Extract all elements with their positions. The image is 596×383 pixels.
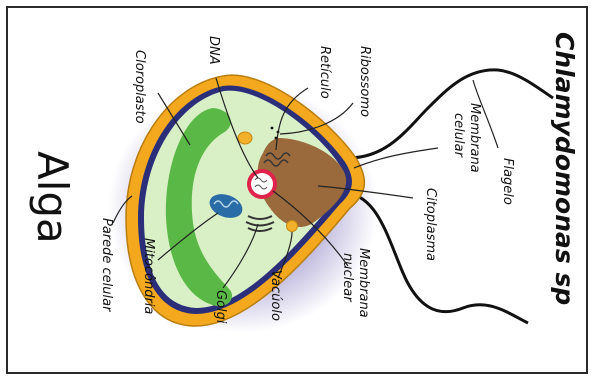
figure-frame: Chlamydomonas sp Alga Cloroplasto DNA Re… (6, 6, 588, 374)
vacuole (287, 221, 298, 232)
label-reticulo: Retículo (317, 46, 332, 99)
label-citoplasma: Citoplasma (423, 188, 438, 261)
label-dna: DNA (206, 36, 221, 65)
diagram-title: Chlamydomonas sp (550, 32, 579, 305)
label-vacuolo: Vacúolo (268, 270, 283, 321)
label-parede-celular: Parede celular (99, 218, 114, 313)
label-membrana-celular-2: celular (451, 113, 466, 159)
flagellum-upper (348, 70, 553, 158)
label-golgi: Golgi (213, 290, 228, 324)
ribosome-dot (271, 127, 274, 130)
label-membrana-nuclear-1: Membrana (356, 248, 371, 318)
side-label: Alga (28, 151, 77, 244)
label-cloroplasto: Cloroplasto (132, 50, 147, 124)
label-ribossomo: Ribossomo (357, 46, 372, 117)
nucleus-inner (251, 173, 273, 195)
label-mitocondria: Mitocôndria (141, 238, 156, 314)
label-membrana-nuclear-2: nuclear (340, 253, 355, 303)
vesicle-top (238, 132, 252, 144)
label-flagelo: Flagelo (500, 158, 515, 205)
label-membrana-celular-1: Membrana (467, 103, 482, 173)
cell-diagram: Chlamydomonas sp Alga Cloroplasto DNA Re… (8, 8, 590, 376)
